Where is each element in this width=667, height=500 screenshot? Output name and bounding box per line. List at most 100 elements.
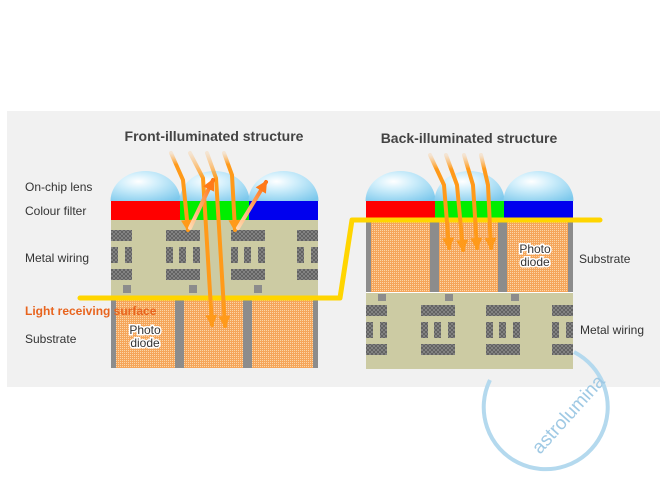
back-wire-bottom-1 bbox=[366, 344, 387, 355]
back-separator-4 bbox=[568, 222, 573, 292]
front-separator-4 bbox=[313, 300, 318, 368]
front-wire-bottom-3 bbox=[231, 269, 265, 280]
front-wire-via-3-3 bbox=[258, 247, 265, 263]
front-filter-red bbox=[111, 201, 180, 220]
astrolumina-watermark: astrolumina bbox=[481, 350, 610, 472]
front-wire-via-2-1 bbox=[166, 247, 173, 263]
back-separators bbox=[366, 222, 573, 292]
label-metal-wiring-front: Metal wiring bbox=[25, 251, 89, 265]
back-ray-3 bbox=[462, 153, 479, 250]
back-ray-2-arrowhead bbox=[456, 239, 469, 252]
back-filter-green bbox=[435, 201, 504, 220]
back-contact-3 bbox=[511, 294, 519, 301]
back-separator-2 bbox=[430, 222, 439, 292]
back-colour-filters bbox=[366, 201, 573, 220]
front-ray-1 bbox=[169, 151, 190, 232]
front-wire-bottom-1 bbox=[111, 269, 132, 280]
back-wire-top-4 bbox=[552, 305, 573, 316]
back-illuminated-structure: Back-illuminated structure Photo diode S… bbox=[365, 130, 644, 369]
front-filter-green bbox=[180, 201, 249, 220]
front-wire-top-2 bbox=[166, 230, 200, 241]
front-ray-3 bbox=[205, 151, 227, 328]
back-lens-3 bbox=[503, 171, 574, 201]
front-lens-3 bbox=[248, 171, 319, 201]
light-rays bbox=[169, 151, 497, 328]
front-metal-wires bbox=[111, 230, 318, 293]
label-substrate-back: Substrate bbox=[579, 252, 631, 266]
front-separators bbox=[111, 300, 318, 368]
back-ray-1 bbox=[428, 153, 451, 250]
label-colour-filter: Colour filter bbox=[25, 204, 86, 218]
front-wire-bottom-4 bbox=[297, 269, 318, 280]
front-lens-1 bbox=[110, 171, 181, 201]
front-wire-bottom-2 bbox=[166, 269, 200, 280]
back-wire-via-3-3 bbox=[513, 322, 520, 338]
back-lens-1 bbox=[365, 171, 436, 201]
back-wire-via-1-1 bbox=[366, 322, 373, 338]
back-filter-blue bbox=[504, 201, 573, 220]
back-metal-wiring-layer bbox=[366, 292, 573, 369]
front-filter-blue bbox=[249, 201, 318, 220]
label-on-chip-lens: On-chip lens bbox=[25, 180, 92, 194]
back-ray-2 bbox=[444, 153, 465, 252]
back-contact-2 bbox=[445, 294, 453, 301]
back-wire-via-3-1 bbox=[486, 322, 493, 338]
front-separator-2 bbox=[175, 300, 184, 368]
back-photodiode-label-line1: Photo bbox=[519, 242, 551, 256]
back-wire-via-2-2 bbox=[434, 322, 441, 338]
back-wire-top-2 bbox=[421, 305, 455, 316]
label-metal-wiring-back: Metal wiring bbox=[580, 323, 644, 337]
back-wire-bottom-2 bbox=[421, 344, 455, 355]
watermark-text: astrolumina bbox=[528, 371, 610, 458]
back-wire-via-2-1 bbox=[421, 322, 428, 338]
front-ray-4 bbox=[222, 151, 237, 232]
front-wire-via-3-2 bbox=[244, 247, 251, 263]
back-ray-1-arrowhead bbox=[442, 237, 455, 250]
back-wire-bottom-3 bbox=[486, 344, 520, 355]
back-wire-top-1 bbox=[366, 305, 387, 316]
front-contact-1 bbox=[123, 285, 131, 293]
front-wire-via-4-2 bbox=[311, 247, 318, 263]
front-ray-3-arrowhead bbox=[218, 315, 231, 328]
front-wire-via-2-3 bbox=[193, 247, 200, 263]
front-wire-top-3 bbox=[231, 230, 265, 241]
front-photodiode-layer bbox=[111, 298, 318, 368]
front-wire-top-4 bbox=[297, 230, 318, 241]
back-ray-4-arrowhead bbox=[484, 237, 497, 250]
back-separator-1 bbox=[366, 222, 371, 292]
front-ray-2 bbox=[188, 151, 214, 327]
front-separator-1 bbox=[111, 300, 116, 368]
front-metal-wiring-layer bbox=[111, 220, 318, 298]
front-separator-3 bbox=[243, 300, 252, 368]
front-contact-2 bbox=[189, 285, 197, 293]
label-light-receiving-surface: Light receiving surface bbox=[25, 304, 157, 318]
watermark-ring bbox=[481, 350, 610, 472]
front-wire-via-1-2 bbox=[125, 247, 132, 263]
front-wire-via-3-1 bbox=[231, 247, 238, 263]
back-wire-via-3-2 bbox=[499, 322, 506, 338]
front-reflected-ray-1-arrowhead bbox=[203, 178, 215, 192]
front-ray-1-arrowhead bbox=[181, 219, 193, 232]
back-ray-4 bbox=[479, 153, 493, 250]
back-separator-3 bbox=[498, 222, 507, 292]
front-ray-2-arrowhead bbox=[205, 314, 218, 327]
label-substrate-front: Substrate bbox=[25, 332, 77, 346]
front-wire-via-1-1 bbox=[111, 247, 118, 263]
front-wire-via-4-1 bbox=[297, 247, 304, 263]
front-photodiode-label-line2: diode bbox=[130, 336, 160, 350]
front-contact-3 bbox=[254, 285, 262, 293]
back-wire-via-4-1 bbox=[552, 322, 559, 338]
back-wire-via-2-3 bbox=[448, 322, 455, 338]
back-photodiode-label-line2: diode bbox=[520, 255, 550, 269]
back-wire-bottom-4 bbox=[552, 344, 573, 355]
front-illuminated-structure: Front-illuminated structure Photo diode … bbox=[25, 128, 319, 368]
front-ray-4-arrowhead bbox=[228, 219, 241, 232]
back-wire-top-3 bbox=[486, 305, 520, 316]
front-photodiode-label-line1: Photo bbox=[129, 323, 161, 337]
back-contact-1 bbox=[378, 294, 386, 301]
front-title: Front-illuminated structure bbox=[125, 128, 304, 144]
front-reflected-ray-2-arrowhead bbox=[255, 180, 268, 194]
front-colour-filters bbox=[111, 201, 318, 220]
back-title: Back-illuminated structure bbox=[381, 130, 558, 146]
